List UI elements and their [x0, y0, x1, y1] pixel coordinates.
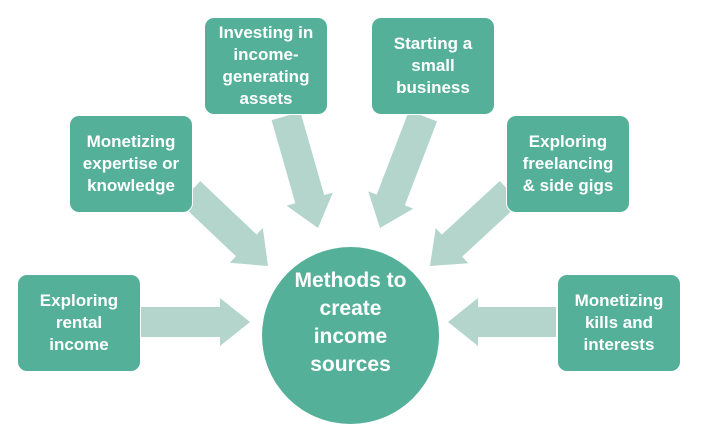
node-expertise: Monetizing expertise or knowledge [70, 116, 192, 212]
arrow-expertise-to-hub [179, 181, 268, 266]
arrow-small-business-to-hub [368, 110, 437, 228]
arrow-rental-to-hub [141, 298, 250, 346]
hub-circle: Methods to create income sources [262, 247, 439, 424]
arrow-freelancing-to-hub [430, 181, 521, 266]
node-investing: Investing in income- generating assets [205, 18, 327, 114]
arrow-investing-to-hub [271, 111, 333, 228]
arrows-layer [141, 110, 556, 346]
node-freelancing: Exploring freelancing & side gigs [507, 116, 629, 212]
node-skills: Monetizing kills and interests [558, 275, 680, 371]
node-rental: Exploring rental income [18, 275, 140, 371]
node-small-business: Starting a small business [372, 18, 494, 114]
arrow-skills-to-hub [448, 298, 556, 346]
